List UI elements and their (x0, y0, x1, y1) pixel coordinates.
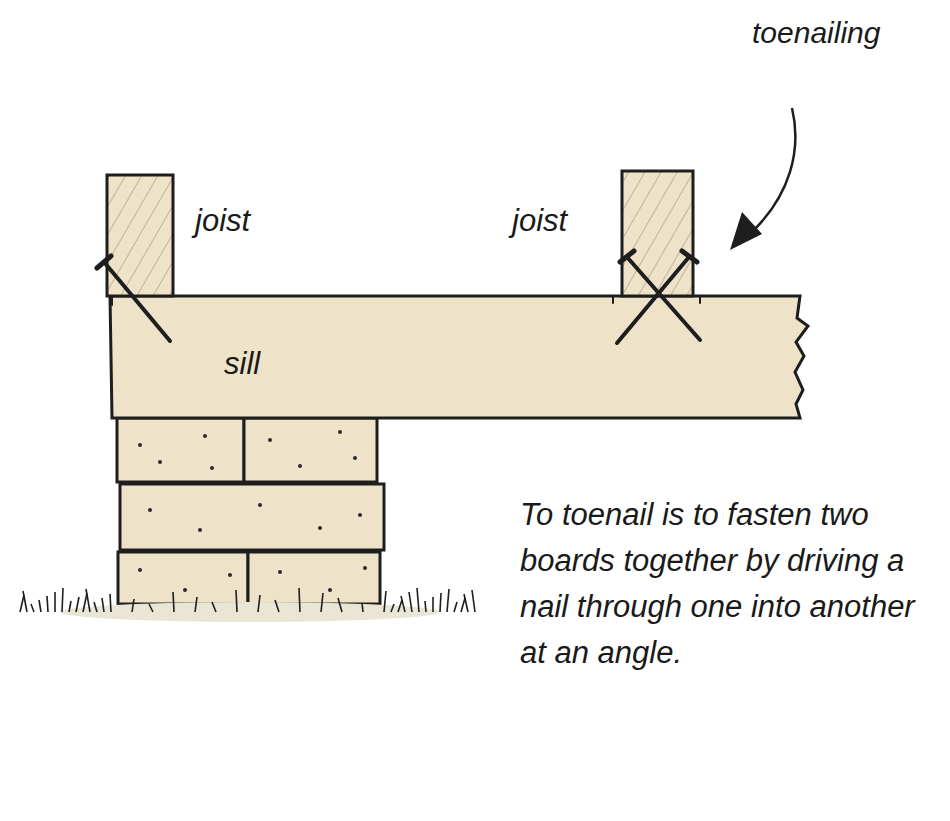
brick-texture (138, 430, 367, 592)
brick-pier (117, 418, 384, 604)
part-label: sill (224, 346, 260, 382)
grass (20, 588, 475, 612)
joist-right (622, 171, 693, 296)
part-label: joist (512, 203, 567, 239)
part-label: joist (195, 203, 250, 239)
note-text: To toenail is to fasten two boards toget… (520, 492, 944, 676)
leader-arrow (730, 108, 795, 250)
callout-label: toenailing (752, 16, 880, 50)
ground-shadow (60, 602, 440, 622)
sill-board (110, 296, 808, 418)
nails (97, 251, 700, 343)
